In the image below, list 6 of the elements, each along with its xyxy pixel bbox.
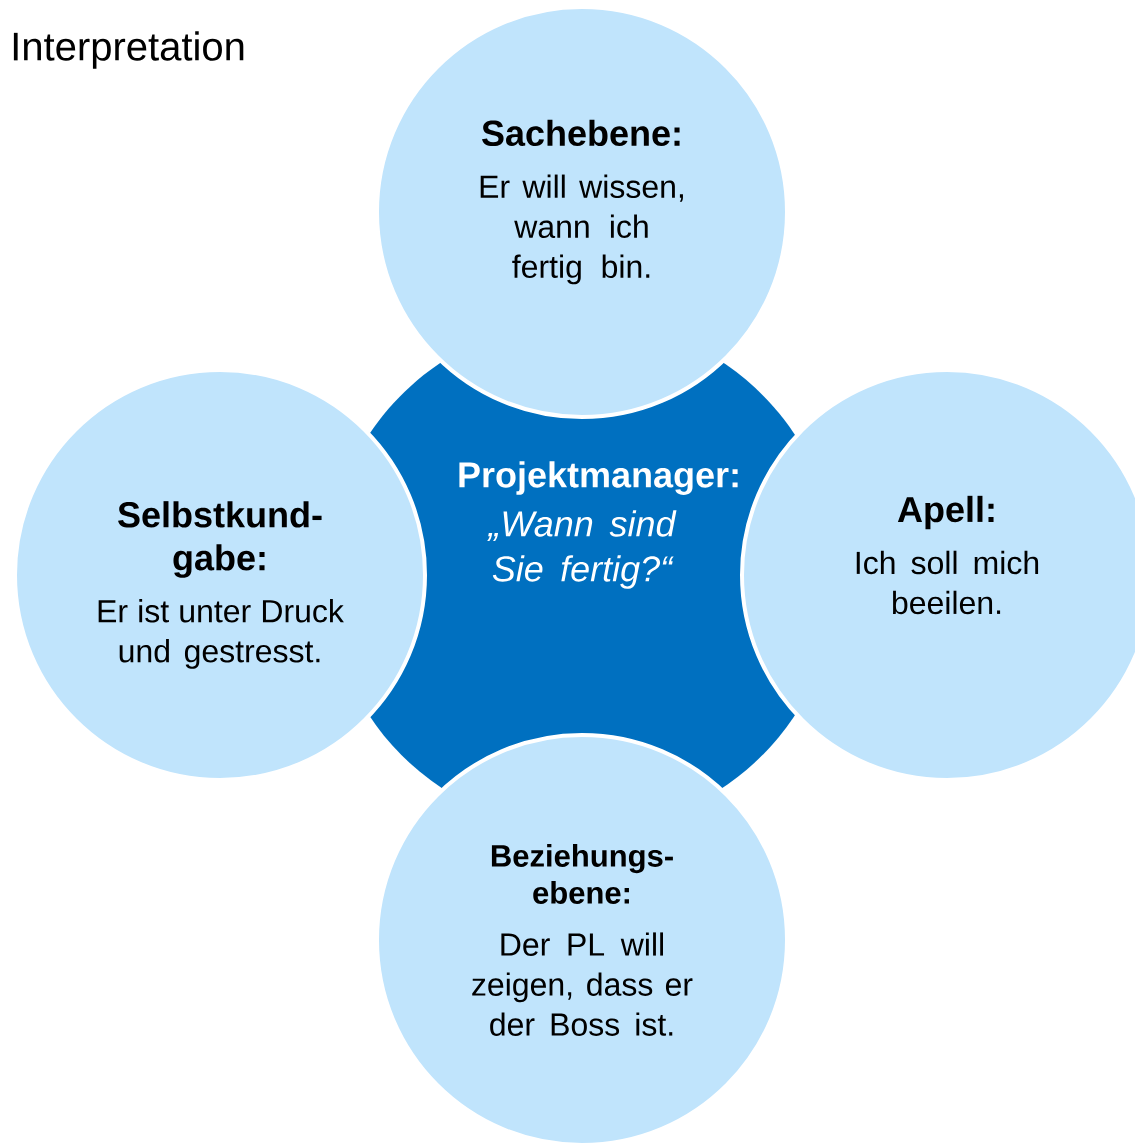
topic-circle-text: Selbstkund- gabe: Er ist unter Druck und gestresst.: [98, 501, 344, 669]
topic-circle-text: Sachebene: Er will wissen, wann ich fertig bin.: [480, 119, 683, 285]
topic-circle-text: Beziehungs- ebene: Der PL will zeigen, dass er der Boss ist.: [472, 844, 693, 1036]
center-circle-text: Projektmanager: „Wann sind Sie fertig?“: [459, 461, 738, 589]
title: Interpretation: [13, 31, 244, 69]
topic-circle-text: Apell: Ich soll mich beeilen.: [856, 495, 1039, 615]
